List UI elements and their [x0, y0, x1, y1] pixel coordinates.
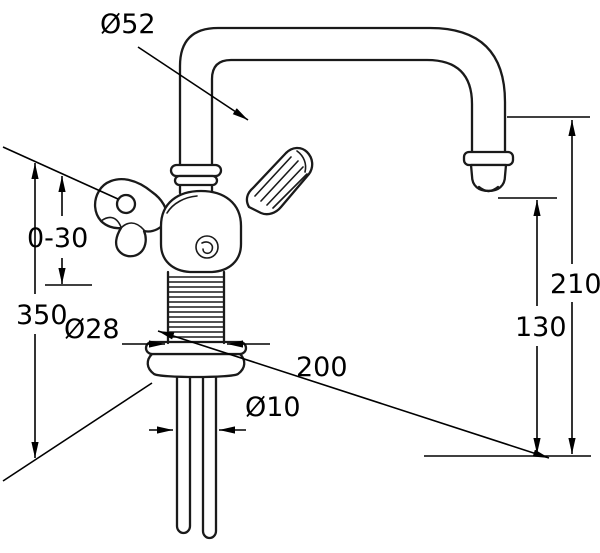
- dim-label-pipe-diameter: Ø10: [245, 392, 301, 423]
- supply-pipe-right: [201, 366, 218, 540]
- dim-label-deck-thickness: 0-30: [27, 223, 88, 254]
- left-handle-hole: [115, 193, 137, 215]
- left-handle-crease-2: [100, 216, 122, 228]
- extension-line-upper-left: [2, 146, 119, 200]
- threaded-shank: [166, 270, 226, 345]
- leader-line-dia52: [137, 46, 249, 121]
- shank-threads: [167, 276, 225, 343]
- body-shoulder-line: [166, 195, 198, 214]
- spout-collar: [169, 163, 223, 187]
- spout-outer-edge: [178, 26, 507, 195]
- supply-pipe-left: [175, 366, 192, 535]
- right-handle-endface: [296, 150, 307, 173]
- faucet-figure: [93, 26, 515, 540]
- supply-pipes: [175, 366, 218, 540]
- outlet-opening: [477, 185, 500, 193]
- dim-label-total-height: 210: [550, 269, 600, 300]
- dim-label-shank-diameter: Ø28: [64, 314, 120, 345]
- aerator: [462, 150, 515, 193]
- collar-upper: [169, 163, 223, 178]
- faucet-body: [159, 189, 243, 274]
- dim-line-200: [157, 330, 550, 459]
- left-cross-handle: [93, 178, 169, 258]
- aerator-ring: [462, 150, 515, 167]
- dim-label-outlet-height: 130: [515, 312, 567, 343]
- aerator-body: [469, 163, 508, 193]
- body-medallion: [195, 235, 219, 259]
- dim-label-spout-diameter: Ø52: [100, 9, 156, 40]
- body-shell: [159, 189, 243, 274]
- spout-tube: [178, 26, 507, 195]
- dim-label-connection-length: 350: [16, 300, 68, 331]
- dim-label-spout-reach: 200: [296, 352, 348, 383]
- collar-lower: [173, 174, 219, 187]
- body-medallion-mark: [201, 241, 214, 255]
- left-handle-silhouette: [93, 178, 169, 258]
- spout-inner-edge: [210, 58, 474, 195]
- flange-nut: [146, 352, 246, 379]
- right-handle-flutes: [254, 156, 308, 209]
- extension-line-lower-left: [2, 382, 153, 482]
- left-handle-crease-1: [120, 222, 145, 231]
- dimension-annotations: Ø52 0-30 350 Ø28 200 130 210 Ø10: [2, 9, 600, 482]
- right-fluted-handle: [245, 146, 314, 216]
- mounting-flange: [144, 340, 248, 379]
